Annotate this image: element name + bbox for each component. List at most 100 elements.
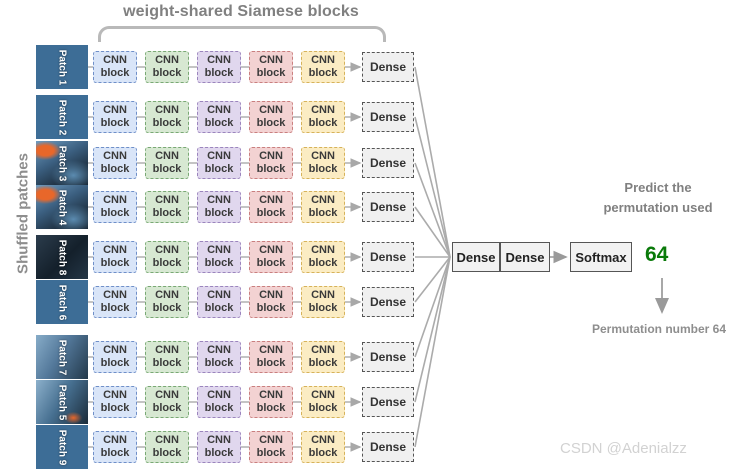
cnn-block-line1: CNN [311,434,335,446]
cnn-block-line1: CNN [155,289,179,301]
row-dense-block[interactable]: Dense [362,432,414,462]
cnn-block-line2: block [256,67,286,79]
row-dense-block[interactable]: Dense [362,52,414,82]
cnn-block-line1: CNN [311,244,335,256]
row-dense-block[interactable]: Dense [362,387,414,417]
patch-thumbnail[interactable]: Patch 4 [36,185,88,229]
cnn-block-line1: CNN [155,194,179,206]
cnn-block-line2: block [256,302,286,314]
cnn-block-line1: CNN [259,289,283,301]
patch-label: Patch 3 [36,141,88,185]
cnn-block-line1: CNN [103,434,127,446]
cnn-block-line1: CNN [155,389,179,401]
cnn-block-line2: block [100,302,130,314]
cnn-block-line2: block [308,447,338,459]
cnn-block-line1: CNN [311,54,335,66]
cnn-block-line2: block [204,207,234,219]
row-dense-block[interactable]: Dense [362,102,414,132]
cnn-block-line1: CNN [155,150,179,162]
prediction-value: 64 [645,243,669,266]
cnn-block-line1: CNN [207,289,231,301]
cnn-block-line1: CNN [259,244,283,256]
patch-thumbnail[interactable]: Patch 9 [36,425,88,469]
row-dense-block[interactable]: Dense [362,287,414,317]
cnn-block-line1: CNN [259,104,283,116]
patch-thumbnail[interactable]: Patch 3 [36,141,88,185]
row-dense-block[interactable]: Dense [362,192,414,222]
head-softmax[interactable]: Softmax [570,242,632,272]
cnn-block-line2: block [308,302,338,314]
cnn-block-line1: CNN [207,344,231,356]
cnn-block-line1: CNN [207,150,231,162]
row-dense-block[interactable]: Dense [362,342,414,372]
cnn-block-line2: block [256,163,286,175]
patch-thumbnail[interactable]: Patch 6 [36,280,88,324]
patch-thumbnail[interactable]: Patch 1 [36,45,88,89]
cnn-block-line2: block [100,402,130,414]
cnn-block-line1: CNN [103,344,127,356]
row-dense-block[interactable]: Dense [362,148,414,178]
cnn-block-line1: CNN [259,389,283,401]
shuffled-patches-label: Shuffled patches [14,153,32,274]
head-dense-a[interactable]: Dense [452,242,500,272]
predict-caption: Predict the permutation used [578,178,738,218]
patch-thumbnail[interactable]: Patch 5 [36,380,88,424]
patch-thumbnail[interactable]: Patch 8 [36,235,88,279]
cnn-block-line2: block [204,163,234,175]
row-dense-block[interactable]: Dense [362,242,414,272]
cnn-block-line1: CNN [311,194,335,206]
head-dense-b[interactable]: Dense [500,242,550,272]
patch-thumbnail[interactable]: Patch 2 [36,95,88,139]
cnn-block-line1: CNN [103,244,127,256]
cnn-block-line1: CNN [103,104,127,116]
patch-thumbnail[interactable]: Patch 7 [36,335,88,379]
cnn-block-line2: block [204,117,234,129]
cnn-block-line2: block [204,302,234,314]
